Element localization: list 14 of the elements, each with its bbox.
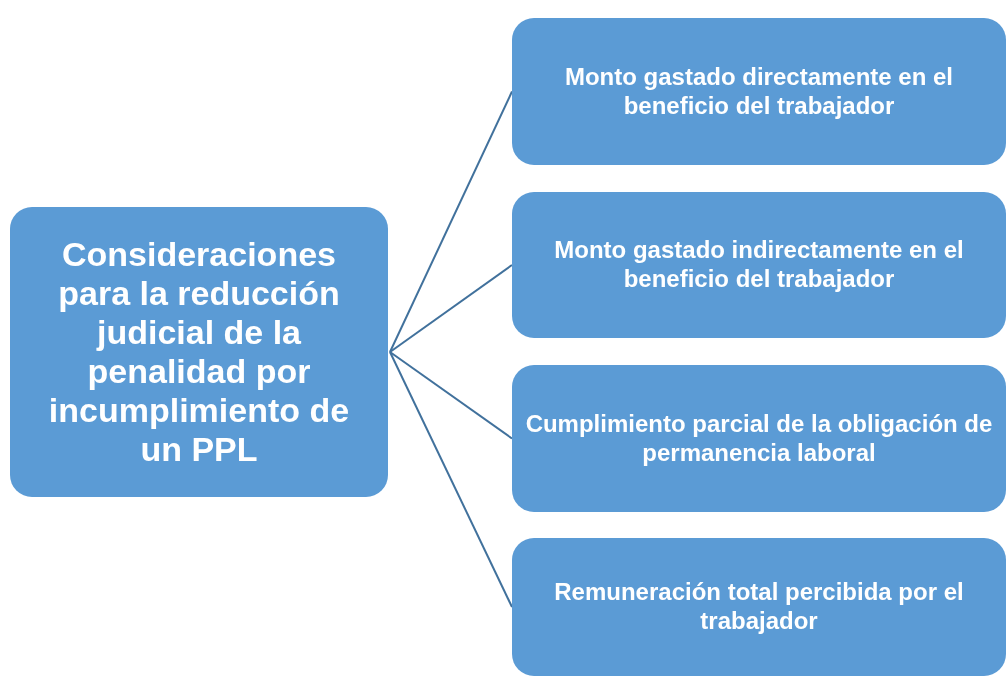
rounded-box — [512, 192, 1006, 338]
connector-line — [389, 351, 513, 440]
connector-line — [389, 264, 513, 353]
box-label: Consideraciones para la reducción judicial de la penalidad por incumplimiento de un PPL — [47, 234, 351, 470]
rounded-box — [512, 538, 1006, 676]
rounded-box — [512, 365, 1006, 512]
rounded-box — [10, 207, 388, 497]
box-label: Monto gastado indirectamente en el beneficio del trabajador — [553, 236, 965, 294]
connector-line — [389, 90, 513, 353]
rounded-box — [512, 18, 1006, 165]
box-label: Cumplimiento parcial de la obligación de permanencia laboral — [524, 409, 994, 468]
box-label: Remuneración total percibida por el trabajador — [553, 578, 965, 636]
box-label: Monto gastado directamente en el beneficio del trabajador — [563, 62, 955, 121]
connector-line — [389, 351, 513, 608]
